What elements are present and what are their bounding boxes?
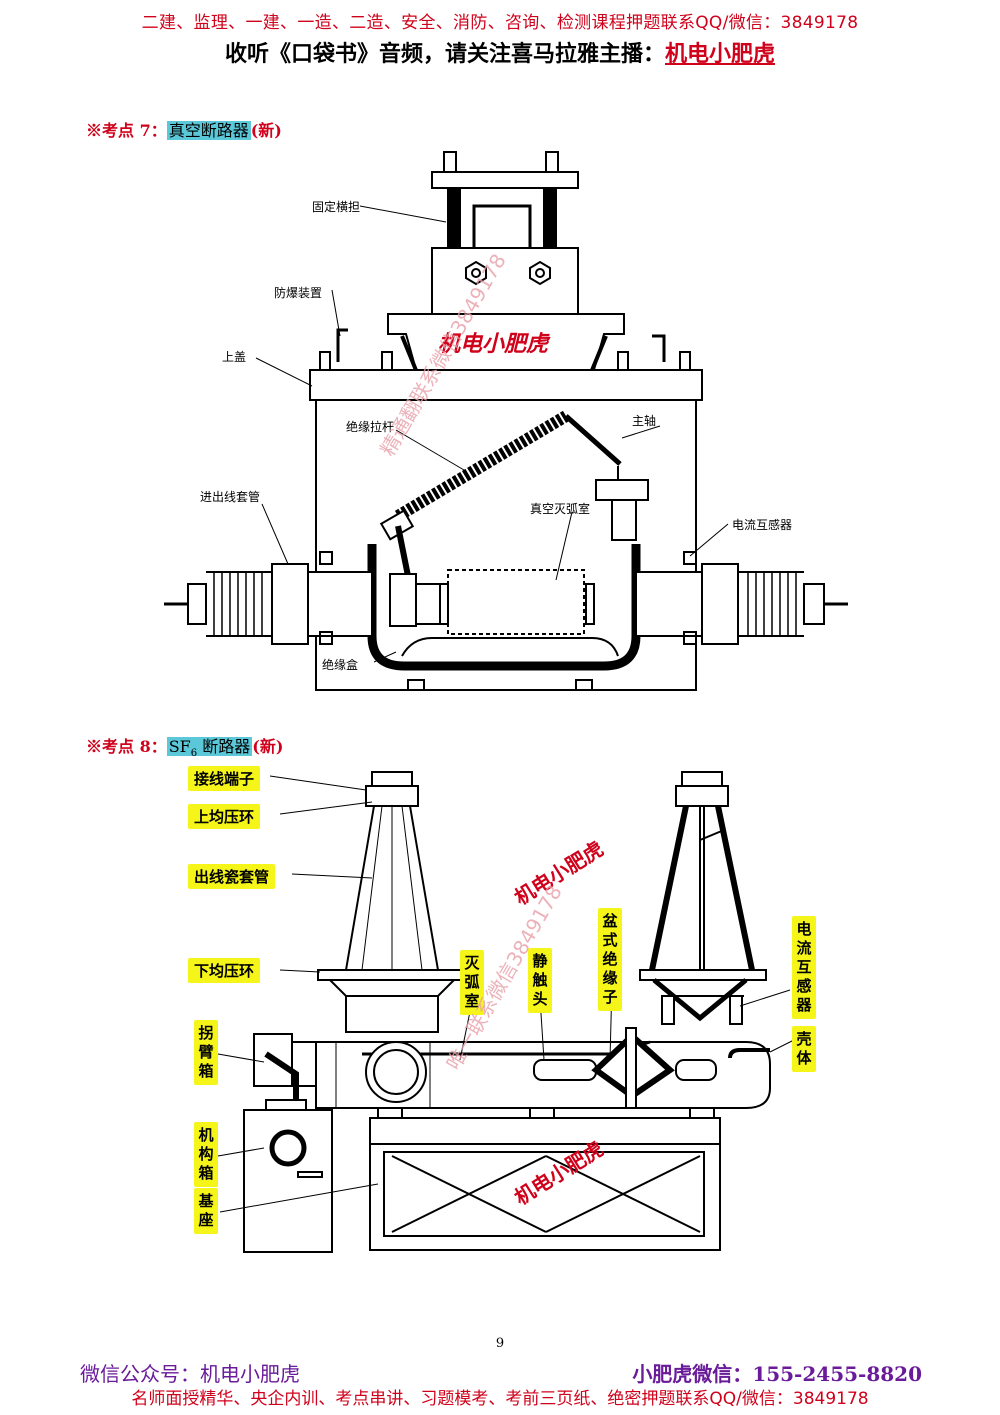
- label-terminal: 接线端子: [188, 766, 261, 791]
- footer-wechat-prefix: 小肥虎微信：: [632, 1362, 753, 1386]
- label-insulating-box: 绝缘盒: [322, 658, 359, 672]
- header-host-name: 机电小肥虎: [665, 42, 776, 67]
- section7-prefix: ※考点 7：: [86, 121, 167, 140]
- label-lower-ring: 下均压环: [188, 958, 261, 983]
- label-upper-ring: 上均压环: [188, 804, 261, 829]
- section7-suffix: (新): [250, 121, 282, 140]
- label-mechanism-box: 机构箱: [194, 1122, 218, 1187]
- label-basin-insulator: 盆式绝缘子: [598, 908, 622, 1011]
- section7-title: ※考点 7：真空断路器(新): [86, 117, 282, 141]
- footer-wechat-account: 微信公众号：机电小肥虎: [80, 1362, 300, 1386]
- label-base: 基座: [194, 1188, 218, 1234]
- footer-phone-number: 155-2455-8820: [752, 1362, 922, 1386]
- label-porcelain-bushing: 出线瓷套管: [188, 864, 276, 889]
- section8-title-sf: SF: [168, 737, 191, 756]
- vacuum-breaker-diagram: [164, 151, 848, 691]
- label-current-transformer-sf6: 电流互感器: [792, 916, 816, 1019]
- section8-title-text: SF6 断路器: [166, 737, 253, 760]
- label-crank-box: 拐臂箱: [194, 1020, 218, 1085]
- label-fixed-crossarm: 固定横担: [312, 200, 361, 214]
- label-vacuum-chamber: 真空灭弧室: [530, 502, 591, 516]
- label-top-cover: 上盖: [222, 350, 247, 364]
- section8-title-rest: 断路器: [197, 737, 251, 756]
- label-current-transformer: 电流互感器: [732, 518, 793, 532]
- label-static-contact: 静触头: [528, 948, 552, 1013]
- label-main-shaft: 主轴: [632, 414, 657, 428]
- header-audio-prefix: 收听《口袋书》音频，请关注喜马拉雅主播：: [224, 42, 665, 67]
- section8-suffix: (新): [252, 737, 284, 756]
- footer-promo-line: 名师面授精华、央企内训、考点串讲、习题模考、考前三页纸、绝密押题联系QQ/微信：…: [131, 1389, 869, 1409]
- section8-title: ※考点 8：SF6 断路器(新): [86, 733, 283, 759]
- label-explosion-proof: 防爆装置: [274, 286, 323, 300]
- section8-prefix: ※考点 8：: [86, 737, 167, 756]
- section7-title-text: 真空断路器: [166, 121, 251, 140]
- label-arc-chamber: 灭弧室: [460, 950, 484, 1015]
- label-insulating-rod: 绝缘拉杆: [346, 420, 395, 434]
- watermark-main: 机电小肥虎: [438, 332, 549, 357]
- sf6-breaker-diagram: [217, 771, 795, 1253]
- page-number: 9: [495, 1336, 505, 1351]
- header-promo-line: 二建、监理、一建、一造、二造、安全、消防、咨询、检测课程押题联系QQ/微信：38…: [141, 13, 859, 33]
- header-audio-line: 收听《口袋书》音频，请关注喜马拉雅主播：机电小肥虎: [0, 36, 1000, 68]
- section8-title-sub: 6: [190, 748, 198, 760]
- label-bushing: 进出线套管: [200, 490, 261, 504]
- label-shell: 壳体: [792, 1026, 816, 1072]
- footer-wechat-contact: 小肥虎微信：155-2455-8820: [632, 1358, 922, 1387]
